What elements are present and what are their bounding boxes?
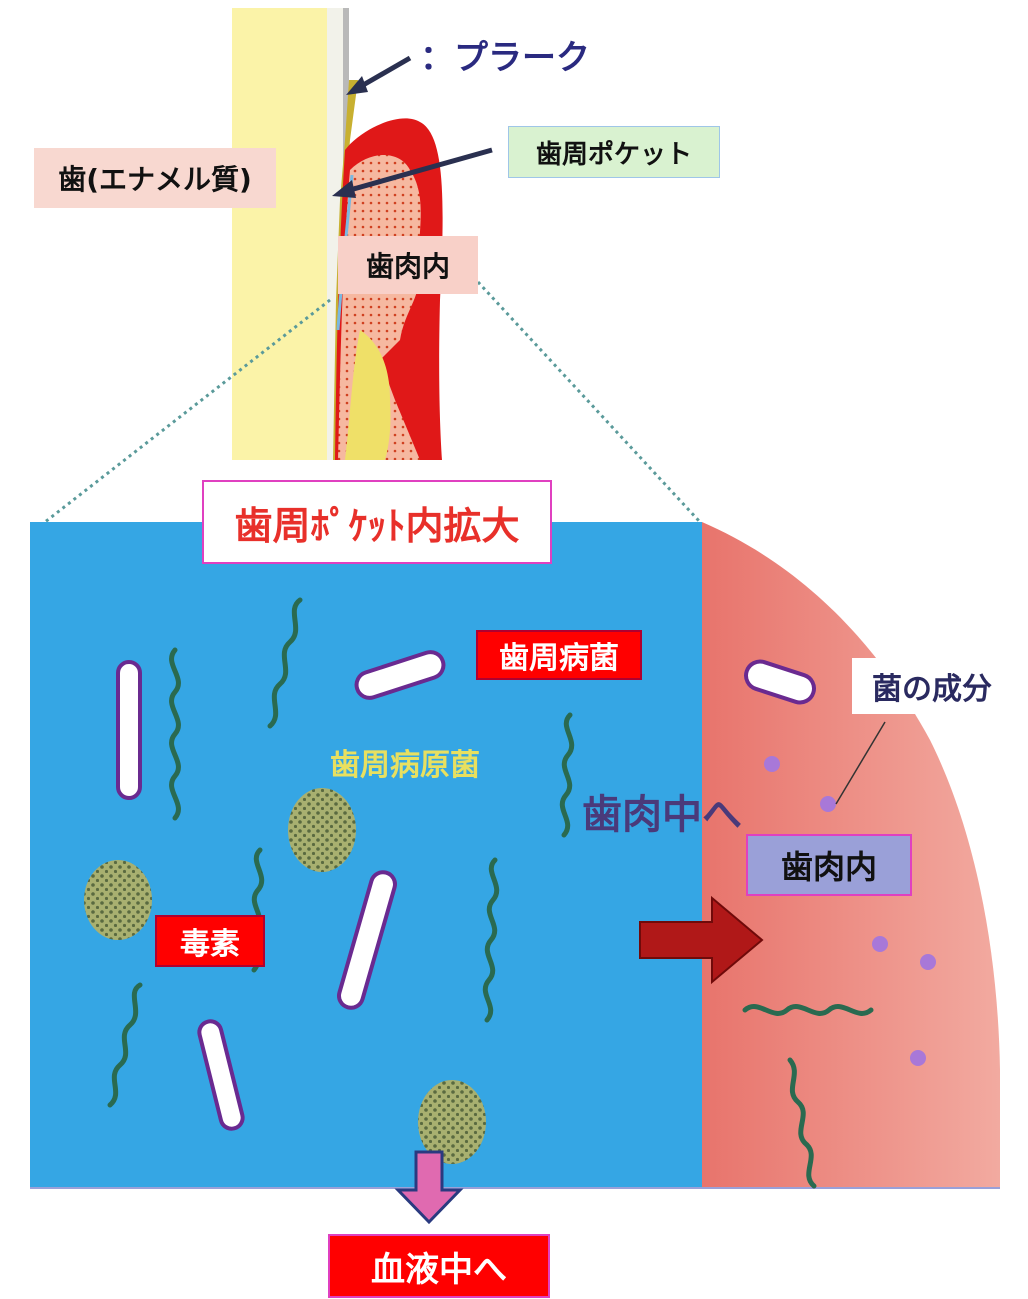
gum-inside-label-top: 歯肉内 [338, 236, 478, 294]
tooth-enamel-label: 歯(エナメル質) [34, 148, 276, 208]
into-gum-label: 歯肉中へ [582, 782, 742, 840]
pocket-enlarged-area [30, 522, 702, 1188]
into-blood-label: 血液中へ [328, 1234, 550, 1298]
periodontal-bacteria-label: 歯周病菌 [476, 630, 642, 680]
plaque-arrow [346, 58, 410, 95]
pocket-enlarged-title: 歯周ﾎﾟｹｯﾄ内拡大 [202, 480, 552, 564]
tooth-cross-section [232, 8, 443, 460]
bacteria-component-label: 菌の成分 [872, 664, 992, 708]
periodontal-pocket-label: 歯周ポケット [508, 126, 720, 178]
toxin-label: 毒素 [155, 915, 265, 967]
gum-inside-label-bottom: 歯肉内 [746, 834, 912, 896]
periodontal-pathogen-label: 歯周病原菌 [330, 740, 480, 784]
plaque-label: ：プラーク [420, 30, 590, 79]
